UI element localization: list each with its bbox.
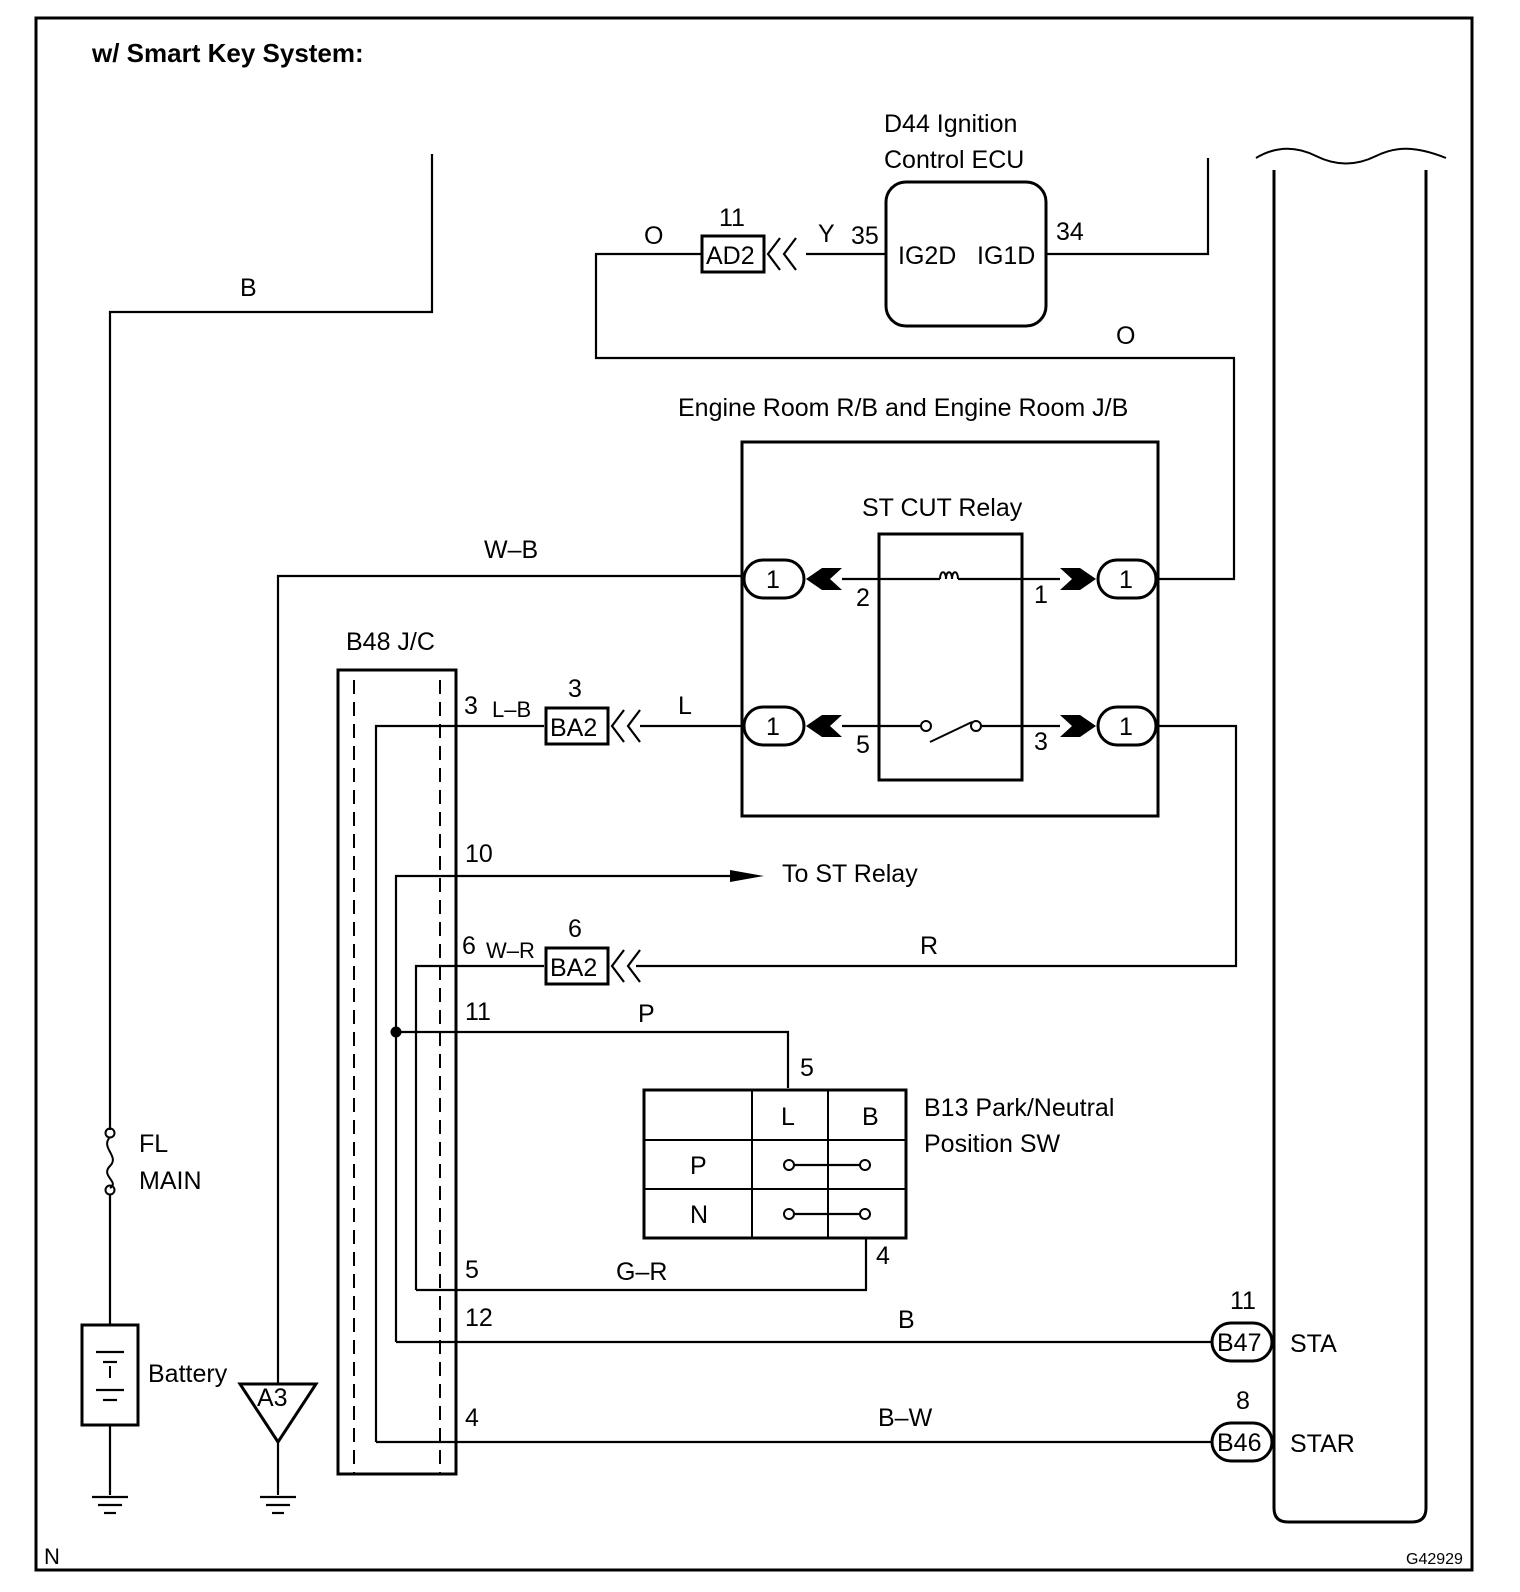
jc-name: B48 J/C (346, 628, 435, 656)
ignition-control-ecu: D44 Ignition Control ECU IG2D IG1D 35 34 (851, 110, 1210, 328)
corner-label: N (44, 1544, 60, 1569)
battery-feed: B (108, 154, 434, 1130)
wire-color-g-r: G–R (616, 1258, 667, 1286)
junction-connector-b48: B48 J/C 3 10 6 11 5 12 4 (336, 628, 748, 1476)
ground-symbol-battery (92, 1495, 128, 1515)
ecu-name-2: Control ECU (884, 146, 1024, 174)
figure-id: G42929 (1406, 1551, 1463, 1568)
system-label: w/ Smart Key System: (91, 38, 364, 68)
wire-color-y: Y (818, 220, 835, 248)
pnp-name-2: Position SW (924, 1130, 1061, 1158)
wire-color-p: P (638, 1000, 655, 1028)
wire-color-o-left: O (644, 222, 663, 250)
wire-color-o-right: O (1116, 322, 1135, 350)
ba2-bottom-circuit: W–R BA2 6 R (486, 915, 938, 986)
fuse-label-1: FL (139, 1130, 168, 1158)
engine-room-relay-block: Engine Room R/B and Engine Room J/B ST C… (636, 394, 1238, 968)
relay-conn-1c-label: 1 (766, 713, 780, 741)
jc-pin-11: 11 (465, 998, 491, 1026)
ground-a3: A3 W–B (237, 536, 744, 1515)
connector-ba2-top-pin: 3 (568, 675, 582, 703)
wire-color-w-r: W–R (486, 938, 535, 963)
ecm-conn-b47 (1210, 1321, 1274, 1363)
wire-color-b-sta: B (898, 1306, 915, 1334)
ecm-pin-sta: STA (1290, 1330, 1337, 1358)
pnp-row-p: P (690, 1152, 707, 1180)
wire-color-b-top: B (240, 274, 257, 302)
relay-name: ST CUT Relay (862, 494, 1023, 522)
to-st-relay: To ST Relay (730, 860, 918, 888)
to-st-relay-label: To ST Relay (782, 860, 918, 888)
connector-ba2-top (544, 706, 610, 746)
pnp-col-b: B (862, 1103, 879, 1131)
ecm-pin-star: STAR (1290, 1430, 1355, 1458)
relay-conn-1b (1096, 558, 1158, 600)
ecm-pin-num-11: 11 (1230, 1287, 1256, 1315)
jc-pin-3: 3 (464, 692, 478, 720)
fuse-fl-main: FL MAIN (104, 1127, 202, 1325)
diagram-frame (34, 16, 1474, 1572)
connector-ad2-pin: 11 (719, 204, 745, 232)
ecm-conn-b46-label: B46 (1217, 1429, 1261, 1457)
relay-term-3: 3 (1034, 728, 1048, 756)
relay-term-1: 1 (1034, 581, 1048, 609)
wire-color-l: L (678, 692, 692, 720)
ecm-conn-b47-label: B47 (1217, 1329, 1261, 1357)
ecm-conn-b46 (1210, 1421, 1274, 1463)
sta-circuit: B (396, 1306, 1212, 1344)
pnp-pin-5: 5 (800, 1054, 814, 1082)
wire-color-b-w: B–W (878, 1404, 933, 1432)
relay-conn-1a (742, 558, 806, 600)
pnp-col-l: L (781, 1103, 795, 1131)
wire-color-l-b: L–B (492, 697, 531, 722)
wire-color-r: R (920, 932, 938, 960)
ground-a3-label: A3 (257, 1384, 288, 1412)
ecm-block: B47 11 STA B46 8 STAR (1210, 147, 1447, 1524)
relay-block-title: Engine Room R/B and Engine Room J/B (678, 394, 1128, 422)
relay-term-2: 2 (856, 584, 870, 612)
ecu-pin-num-34: 34 (1056, 218, 1084, 246)
battery-label: Battery (148, 1360, 228, 1388)
ecu-pin-num-35: 35 (851, 222, 879, 250)
relay-term-5: 5 (856, 731, 870, 759)
jc-pin-10: 10 (465, 840, 493, 868)
ecu-name-1: D44 Ignition (884, 110, 1017, 138)
connector-ad2-label: AD2 (706, 242, 755, 270)
connector-ba2-top-label: BA2 (550, 714, 597, 742)
pnp-row-n: N (690, 1201, 708, 1229)
jc-pin-4: 4 (465, 1404, 479, 1432)
connector-ba2-bottom-label: BA2 (550, 954, 597, 982)
g-r-circuit: G–R (416, 1238, 868, 1292)
ecm-pin-num-8: 8 (1236, 1387, 1250, 1415)
p-circuit: P 5 (396, 1000, 814, 1088)
wire-color-w-b: W–B (484, 536, 538, 564)
ecu-pin-ig1d: IG1D (977, 242, 1035, 270)
relay-conn-1b-label: 1 (1119, 566, 1133, 594)
connector-ba2-bottom-pin: 6 (568, 915, 582, 943)
jc-pin-5: 5 (465, 1256, 479, 1284)
jc-pin-6: 6 (462, 932, 476, 960)
ba2-top-circuit: L–B BA2 3 L (492, 675, 744, 746)
connector-ba2-bottom (544, 946, 610, 986)
pnp-name-1: B13 Park/Neutral (924, 1094, 1114, 1122)
fuse-label-2: MAIN (139, 1167, 202, 1195)
jc-pin-12: 12 (465, 1304, 493, 1332)
relay-conn-1a-label: 1 (766, 566, 780, 594)
ig2d-circuit: Y AD2 11 O O (594, 204, 1236, 581)
star-circuit: B–W (376, 1404, 1212, 1444)
relay-conn-1d-label: 1 (1119, 713, 1133, 741)
battery-symbol: Battery (80, 1323, 228, 1495)
park-neutral-switch: B13 Park/Neutral Position SW L B P N 4 (642, 1088, 1114, 1270)
pnp-pin-4: 4 (876, 1242, 890, 1270)
ecu-pin-ig2d: IG2D (898, 242, 956, 270)
